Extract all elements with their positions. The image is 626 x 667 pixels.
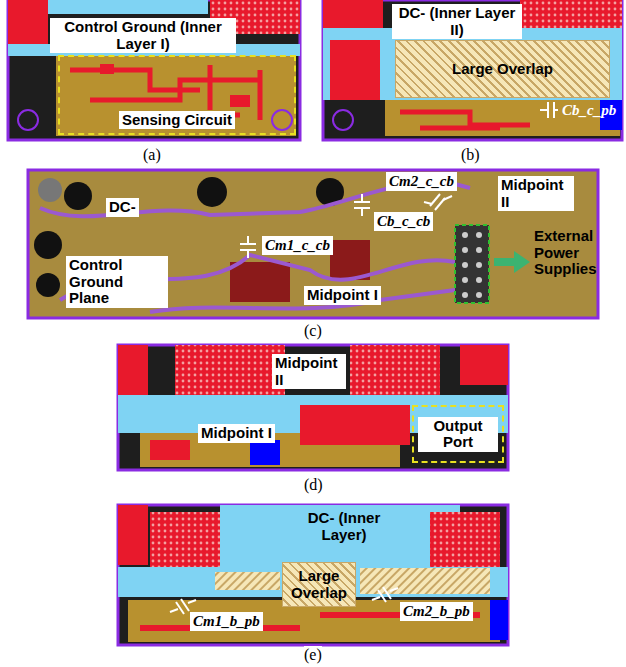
hatched-overlap-region: Large Overlap	[395, 40, 610, 98]
panel-letter: (a)	[143, 146, 161, 164]
panel-letter: (c)	[304, 322, 322, 340]
region-label: Large Overlap	[449, 60, 556, 79]
region-label: Output Port	[418, 417, 498, 452]
panel-e	[118, 505, 508, 645]
layer-label: DC-	[106, 198, 139, 217]
panel-b	[323, 0, 622, 140]
layer-label: Midpoint I	[198, 424, 275, 443]
layer-label: DC- (Inner Layer II)	[392, 4, 522, 39]
capacitance-label: Cb_c_pb	[562, 102, 616, 119]
layer-label: Midpoint II	[498, 176, 574, 211]
layer-label: Midpoint I	[304, 286, 381, 305]
region-label: Large Overlap	[287, 567, 351, 602]
panel-letter: (d)	[304, 476, 323, 494]
region-label: Sensing Circuit	[119, 111, 235, 130]
layer-label: Control Ground (Inner Layer I)	[50, 18, 236, 53]
panel-c	[28, 170, 598, 318]
capacitance-label: Cm2_c_cb	[386, 172, 457, 191]
capacitance-label: Cm2_b_pb	[400, 602, 473, 621]
layer-label: Control Ground Plane	[66, 256, 168, 308]
layer-label: DC- (Inner Layer)	[296, 510, 392, 543]
panel-letter: (e)	[304, 646, 322, 664]
layer-label: External Power Supplies	[534, 228, 616, 278]
dashed-region-box: Sensing Circuit	[58, 55, 296, 135]
capacitance-label: Cm1_b_pb	[190, 612, 263, 631]
capacitance-label: Cb_c_cb	[374, 212, 433, 231]
panel-a	[8, 0, 300, 140]
dashed-region-box: Output Port	[412, 405, 504, 463]
hatched-overlap-region: Large Overlap	[282, 562, 356, 607]
panel-letter: (b)	[461, 146, 480, 164]
layer-label: Midpoint II	[272, 354, 346, 389]
panel-d	[118, 345, 508, 470]
capacitance-label: Cm1_c_cb	[262, 236, 333, 255]
